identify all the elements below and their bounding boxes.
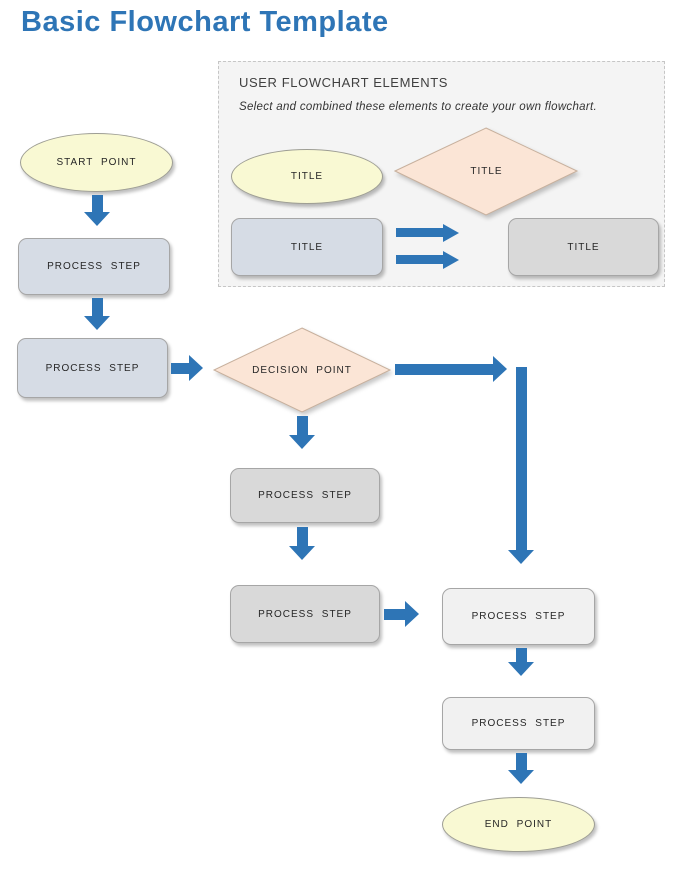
arrow-down-icon xyxy=(508,648,534,676)
diamond-icon xyxy=(212,327,392,413)
arrow-right-icon xyxy=(384,601,419,627)
arrow-down-icon xyxy=(289,527,315,560)
process-right-2-shape: PROCESS STEP xyxy=(442,697,595,750)
decision-label: DECISION POINT xyxy=(252,364,352,376)
arrow-right-icon xyxy=(171,355,203,381)
page-title: Basic Flowchart Template xyxy=(21,6,389,38)
arrow-down-long-icon xyxy=(508,367,534,564)
arrow-down-icon xyxy=(84,298,110,330)
arrow-down-icon xyxy=(289,416,315,449)
panel-heading: USER FLOWCHART ELEMENTS xyxy=(239,75,449,90)
panel-subheading: Select and combined these elements to cr… xyxy=(239,101,597,113)
process-mid-1-label: PROCESS STEP xyxy=(258,490,352,501)
arrow-right-icon xyxy=(395,356,507,382)
arrow-right-icon xyxy=(396,250,459,269)
process-left-1-label: PROCESS STEP xyxy=(47,261,141,272)
diamond-icon xyxy=(394,127,579,216)
process-right-1-label: PROCESS STEP xyxy=(471,611,566,622)
arrow-right-icon xyxy=(396,223,459,242)
process-mid-2-shape: PROCESS STEP xyxy=(230,585,380,643)
end-label: END POINT xyxy=(484,819,553,830)
elements-panel: USER FLOWCHART ELEMENTS Select and combi… xyxy=(218,61,665,287)
sample-process-blue-shape: TITLE xyxy=(231,218,383,276)
arrow-down-icon xyxy=(84,195,110,226)
process-right-1-shape: PROCESS STEP xyxy=(442,588,595,645)
sample-terminator-label: TITLE xyxy=(290,171,324,182)
sample-process-blue-label: TITLE xyxy=(290,241,324,253)
process-right-2-label: PROCESS STEP xyxy=(471,718,566,729)
sample-process-gray-shape: TITLE xyxy=(508,218,659,276)
sample-process-gray-label: TITLE xyxy=(567,241,600,253)
arrow-down-icon xyxy=(508,753,534,784)
process-left-2-shape: PROCESS STEP xyxy=(17,338,168,398)
process-left-1-shape: PROCESS STEP xyxy=(18,238,170,295)
sample-decision-label: TITLE xyxy=(470,166,503,177)
sample-decision-shape: TITLE xyxy=(394,127,579,216)
start-label: START POINT xyxy=(56,157,137,168)
start-terminator-shape: START POINT xyxy=(20,133,173,192)
decision-shape: DECISION POINT xyxy=(212,327,392,413)
process-mid-1-shape: PROCESS STEP xyxy=(230,468,380,523)
process-mid-2-label: PROCESS STEP xyxy=(258,608,352,620)
process-left-2-label: PROCESS STEP xyxy=(45,362,140,374)
sample-terminator-shape: TITLE xyxy=(231,149,383,204)
end-terminator-shape: END POINT xyxy=(442,797,595,852)
